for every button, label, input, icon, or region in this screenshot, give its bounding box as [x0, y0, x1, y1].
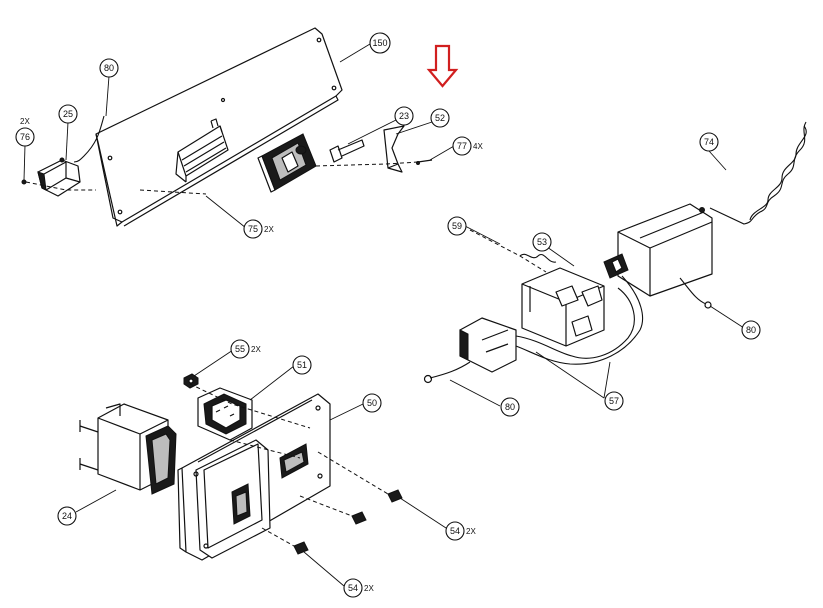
balloon-24: 24 [57, 506, 77, 526]
balloon-label: 54 [450, 526, 460, 536]
down-arrow-icon [426, 44, 459, 88]
leader-lines [23, 43, 745, 587]
balloon-label: 51 [297, 360, 307, 370]
balloon-label: 59 [452, 221, 462, 231]
balloon-51: 51 [292, 355, 312, 375]
balloon-label: 55 [235, 344, 245, 354]
balloon-label: 80 [104, 63, 114, 73]
balloon-label: 75 [248, 224, 258, 234]
balloon-label: 57 [609, 396, 619, 406]
balloon-label: 80 [505, 402, 515, 412]
harness-assembly [423, 121, 807, 384]
quantity-label: 4X [473, 142, 483, 151]
front-plate-assembly [79, 373, 403, 561]
balloon-label: 80 [746, 325, 756, 335]
quantity-label: 2X [20, 117, 30, 126]
balloon-54-bottom: 54 2X [343, 578, 374, 598]
quantity-label: 2X [364, 584, 374, 593]
balloon-59: 59 [447, 216, 467, 236]
balloon-54-right: 54 2X [445, 521, 476, 541]
balloon-23: 23 [394, 106, 414, 126]
balloon-25: 25 [58, 104, 78, 124]
balloon-80-top: 80 [99, 58, 119, 78]
quantity-label: 2X [251, 345, 261, 354]
balloon-label: 77 [457, 141, 467, 151]
quantity-label: 2X [264, 225, 274, 234]
balloon-53: 53 [532, 232, 552, 252]
balloon-label: 25 [63, 109, 73, 119]
balloon-label: 53 [537, 237, 547, 247]
quantity-label: 2X [466, 527, 476, 536]
balloon-label: 52 [435, 113, 445, 123]
panel-assembly [21, 27, 433, 227]
balloon-label: 54 [348, 583, 358, 593]
balloon-label: 50 [367, 398, 377, 408]
balloon-label: 150 [372, 38, 387, 48]
balloon-77: 77 4X [452, 136, 483, 156]
balloon-label: 74 [704, 137, 714, 147]
balloon-52: 52 [430, 108, 450, 128]
balloon-80-middle: 80 [500, 397, 520, 417]
balloon-74: 74 [699, 132, 719, 152]
balloon-76: 2X 76 [15, 117, 35, 147]
balloon-label: 76 [20, 132, 30, 142]
balloon-80-right: 80 [741, 320, 761, 340]
balloon-label: 23 [399, 111, 409, 121]
balloon-50: 50 [362, 393, 382, 413]
balloon-75: 75 2X [243, 219, 274, 239]
balloon-150: 150 [369, 32, 391, 54]
balloon-57: 57 [604, 391, 624, 411]
balloon-label: 24 [62, 511, 72, 521]
balloon-55: 55 2X [230, 339, 261, 359]
